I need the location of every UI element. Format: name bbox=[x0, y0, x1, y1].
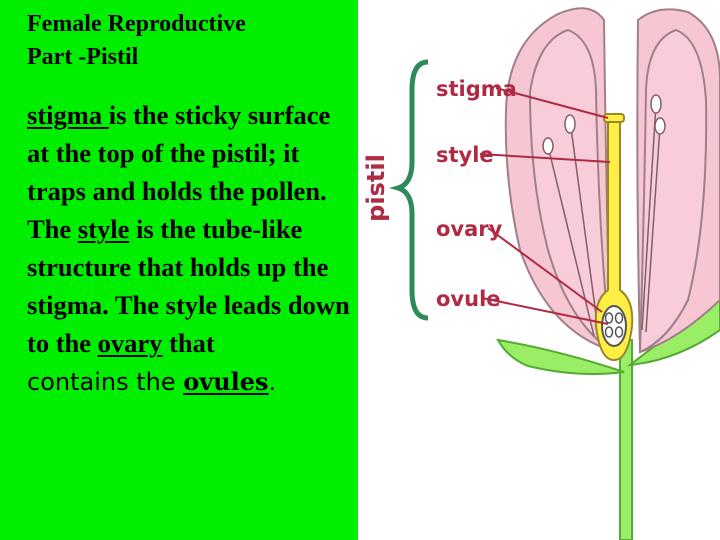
label-stigma: stigma bbox=[436, 77, 517, 101]
leader-ovule bbox=[481, 297, 609, 325]
pistil-label: pistil bbox=[362, 154, 390, 222]
title-line-2: Part -Pistil bbox=[27, 44, 139, 70]
leader-ovary bbox=[487, 227, 603, 313]
text-panel: Female Reproductive Part -Pistil stigma … bbox=[0, 0, 358, 540]
term-style: style bbox=[77, 214, 130, 244]
stem bbox=[619, 339, 633, 540]
term-ovary: ovary bbox=[97, 328, 163, 358]
body-text-2: is the tube-like structure that holds up… bbox=[27, 214, 350, 358]
stigma-tip bbox=[603, 113, 625, 123]
pistil-brace bbox=[388, 59, 429, 321]
ovules bbox=[604, 312, 624, 338]
leader-style bbox=[479, 153, 611, 163]
body-text-1: is the sticky surface at the top of the … bbox=[27, 100, 331, 244]
term-ovules: ovules bbox=[183, 367, 269, 396]
flower-pistil-diagram: pistil stigma style ovary ovule bbox=[362, 7, 720, 540]
body-tail: contains the ovules. bbox=[27, 367, 277, 396]
body-tail-end: . bbox=[268, 368, 277, 396]
ovary bbox=[601, 305, 627, 347]
body-tail-text: contains the bbox=[27, 368, 184, 396]
leader-stigma bbox=[495, 87, 609, 119]
label-ovary: ovary bbox=[436, 217, 503, 241]
description-paragraph: stigma is the sticky surface at the top … bbox=[27, 96, 353, 401]
term-stigma: stigma bbox=[27, 100, 109, 130]
stamens bbox=[542, 94, 666, 337]
title-line-1: Female Reproductive bbox=[27, 11, 246, 37]
body-text-3: that bbox=[162, 328, 215, 358]
slide-title: Female Reproductive Part -Pistil bbox=[27, 8, 347, 74]
sepal-left bbox=[496, 338, 625, 375]
